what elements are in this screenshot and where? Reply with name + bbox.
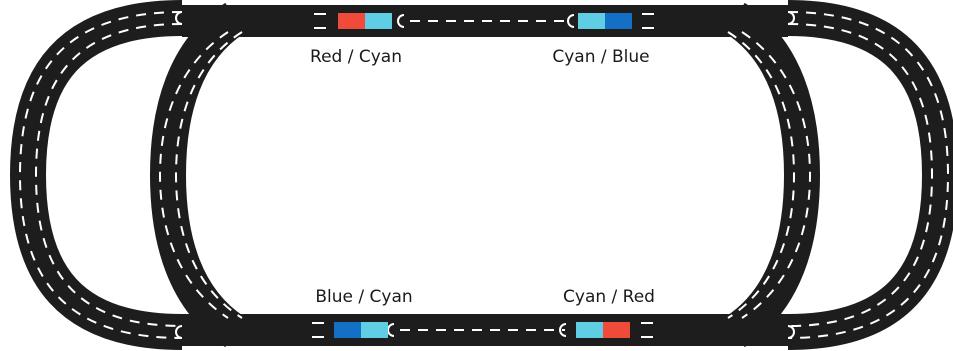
connector [175, 11, 183, 25]
bottom-straight [182, 314, 788, 346]
inner-left-dashes-a [158, 31, 229, 319]
station-bottom-left [312, 322, 388, 338]
connector [559, 323, 567, 337]
outer-right-dashes-a [787, 11, 950, 339]
straights [182, 5, 788, 346]
inner-right-arc [724, 2, 821, 348]
track-connectors [175, 11, 795, 339]
lane-dashes [18, 11, 950, 339]
outer-left-arc [9, 0, 183, 350]
connector [787, 325, 795, 339]
outer-left-dashes-b [34, 23, 183, 327]
connector [175, 325, 183, 339]
stop-bar [314, 27, 326, 29]
train-car-red [338, 13, 365, 29]
outer-right-dashes-b [787, 23, 934, 327]
train-car-cyan [365, 13, 392, 29]
stop-bar [641, 322, 653, 324]
outer-loop [9, 0, 953, 350]
station-label-cyan-blue: Cyan / Blue [552, 47, 650, 67]
station-label-blue-cyan: Blue / Cyan [315, 287, 413, 307]
train-car-cyan [578, 13, 605, 29]
station-label-cyan-red: Cyan / Red [563, 287, 655, 307]
stop-bar [642, 27, 654, 29]
stop-bar [312, 322, 324, 324]
inner-right-dashes-b [727, 31, 796, 319]
connector [567, 14, 575, 28]
stop-bar [642, 13, 654, 15]
train-car-cyan [361, 322, 388, 338]
inner-left-dashes-b [174, 31, 243, 319]
stop-bar [641, 336, 653, 338]
train-car-cyan [576, 322, 603, 338]
station-label-red-cyan: Red / Cyan [310, 47, 402, 67]
connector [787, 11, 795, 25]
stop-bar [314, 13, 326, 15]
outer-left-dashes-a [18, 11, 183, 339]
stop-bar [312, 336, 324, 338]
inner-right-dashes-a [741, 31, 812, 319]
station-top-right [578, 13, 654, 29]
outer-right-arc [787, 0, 953, 350]
connector [397, 14, 405, 28]
station-bottom-right [576, 322, 653, 338]
inner-loop [149, 2, 821, 348]
inner-left-arc [149, 2, 246, 348]
train-car-blue [605, 13, 632, 29]
station-top-left [314, 13, 392, 29]
train-car-blue [334, 322, 361, 338]
train-car-red [603, 322, 630, 338]
